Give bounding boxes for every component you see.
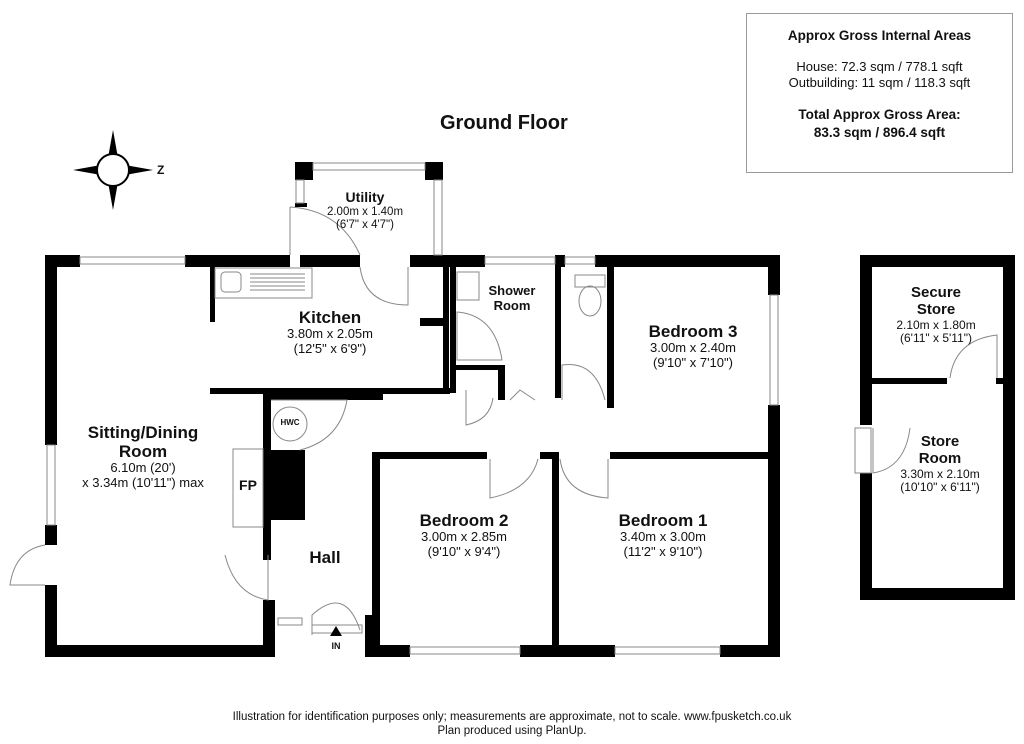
disclaimer-line-2: Plan produced using PlanUp.	[437, 725, 587, 738]
compass-rose-icon	[73, 130, 153, 210]
windows-and-doors	[9, 162, 998, 655]
walls	[45, 162, 1015, 657]
room-hall: Hall	[309, 548, 341, 567]
floor-title: Ground Floor	[440, 112, 568, 134]
total-area-label: Total Approx Gross Area:	[798, 107, 961, 123]
room-utility: Utility 2.00m x 1.40m (6'7" x 4'7")	[326, 189, 404, 231]
hwc-label: HWC	[280, 418, 300, 427]
disclaimer-line-1: Illustration for identification purposes…	[232, 711, 792, 723]
room-secure-store: Secure Store 2.10m x 1.80m (6'11" x 5'11…	[896, 284, 976, 346]
areas-summary-box: Approx Gross Internal Areas House: 72.3 …	[746, 13, 1013, 173]
room-sitting-dining: Sitting/Dining Room 6.10m (20') x 3.34m …	[82, 423, 204, 490]
entrance-label: IN	[331, 641, 341, 651]
room-bedroom-2: Bedroom 2 3.00m x 2.85m (9'10" x 9'4")	[419, 511, 509, 559]
compass-north-label: Z	[157, 163, 165, 177]
fireplace-label: FP	[239, 477, 257, 493]
room-bedroom-3: Bedroom 3 3.00m x 2.40m (9'10" x 7'10")	[648, 322, 738, 370]
room-bedroom-1: Bedroom 1 3.40m x 3.00m (11'2" x 9'10")	[618, 511, 708, 559]
entrance-arrow-icon	[330, 626, 342, 636]
total-area-value: 83.3 sqm / 896.4 sqft	[813, 124, 946, 140]
house-area: House: 72.3 sqm / 778.1 sqft	[796, 58, 963, 74]
disclaimer-footer: Illustration for identification purposes…	[0, 710, 1024, 739]
room-store-room: Store Room 3.30m x 2.10m (10'10" x 6'11"…	[900, 433, 980, 495]
room-shower: Shower Room	[488, 283, 536, 313]
outbuilding-area: Outbuilding: 11 sqm / 118.3 sqft	[788, 75, 971, 91]
room-kitchen: Kitchen 3.80m x 2.05m (12'5" x 6'9")	[287, 308, 373, 356]
areas-heading: Approx Gross Internal Areas	[787, 28, 972, 43]
